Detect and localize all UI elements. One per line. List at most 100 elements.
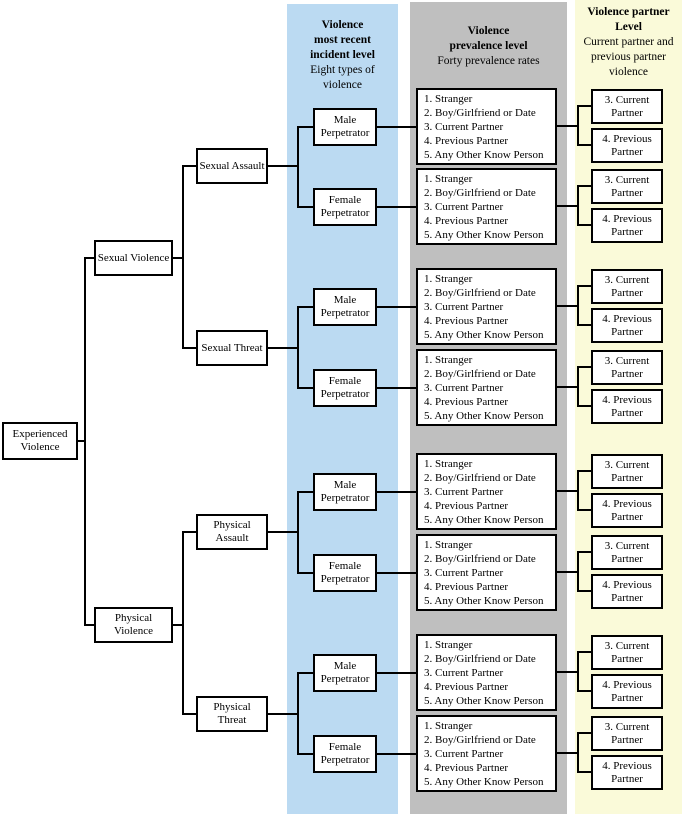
node-male-perpetrator-physical-threat: Male Perpetrator <box>313 654 377 692</box>
column-partner-title: Violence partner Level <box>587 6 670 33</box>
connector-line <box>577 551 591 553</box>
connector-line <box>84 257 94 259</box>
node-female-perpetrator-sexual-assault: Female Perpetrator <box>313 188 377 226</box>
node-previous-partner: 4. Previous Partner <box>591 493 663 528</box>
node-previous-partner: 4. Previous Partner <box>591 308 663 343</box>
prevalence-list-sexual-threat-female: 1. Stranger 2. Boy/Girlfriend or Date 3.… <box>416 349 557 426</box>
connector-line <box>577 732 579 773</box>
connector-line <box>577 771 591 773</box>
connector-line <box>377 206 416 208</box>
node-sexual-assault: Sexual Assault <box>196 148 268 184</box>
connector-line <box>297 672 299 754</box>
connector-line <box>297 491 313 493</box>
node-physical-violence: Physical Violence <box>94 607 173 643</box>
node-previous-partner: 4. Previous Partner <box>591 574 663 609</box>
connector-line <box>577 285 579 326</box>
connector-line <box>557 305 579 307</box>
connector-line <box>297 126 299 208</box>
connector-line <box>268 165 299 167</box>
connector-line <box>577 224 591 226</box>
connector-line <box>182 531 196 533</box>
node-previous-partner: 4. Previous Partner <box>591 755 663 790</box>
prevalence-list-sexual-assault-male: 1. Stranger 2. Boy/Girlfriend or Date 3.… <box>416 88 557 165</box>
connector-line <box>577 551 579 592</box>
connector-line <box>297 672 313 674</box>
connector-line <box>577 366 579 407</box>
node-current-partner: 3. Current Partner <box>591 169 663 204</box>
connector-line <box>297 753 313 755</box>
node-physical-threat: Physical Threat <box>196 696 268 732</box>
connector-line <box>557 205 579 207</box>
node-current-partner: 3. Current Partner <box>591 716 663 751</box>
node-female-perpetrator-sexual-threat: Female Perpetrator <box>313 369 377 407</box>
node-male-perpetrator-physical-assault: Male Perpetrator <box>313 473 377 511</box>
node-male-perpetrator-sexual-threat: Male Perpetrator <box>313 288 377 326</box>
prevalence-list-physical-threat-male: 1. Stranger 2. Boy/Girlfriend or Date 3.… <box>416 634 557 711</box>
connector-line <box>577 509 591 511</box>
column-prevalence-title: Violence prevalence level <box>449 25 528 52</box>
connector-line <box>557 490 579 492</box>
connector-line <box>182 165 196 167</box>
column-incident-subtitle: Eight types of violence <box>310 64 375 91</box>
connector-line <box>577 185 579 226</box>
node-previous-partner: 4. Previous Partner <box>591 674 663 709</box>
connector-line <box>577 105 579 146</box>
connector-line <box>577 651 591 653</box>
connector-line <box>577 405 591 407</box>
prevalence-list-physical-assault-female: 1. Stranger 2. Boy/Girlfriend or Date 3.… <box>416 534 557 611</box>
connector-line <box>297 126 313 128</box>
connector-line <box>557 671 579 673</box>
node-previous-partner: 4. Previous Partner <box>591 389 663 424</box>
connector-line <box>377 753 416 755</box>
connector-line <box>577 366 591 368</box>
column-incident-title: Violence most recent incident level <box>310 19 375 61</box>
connector-line <box>557 125 579 127</box>
node-previous-partner: 4. Previous Partner <box>591 208 663 243</box>
column-prevalence-subtitle: Forty prevalence rates <box>437 55 540 67</box>
connector-line <box>84 257 86 626</box>
connector-line <box>268 347 299 349</box>
connector-line <box>182 347 196 349</box>
connector-line <box>297 306 299 388</box>
connector-line <box>377 672 416 674</box>
connector-line <box>557 752 579 754</box>
connector-line <box>377 572 416 574</box>
connector-line <box>297 206 313 208</box>
prevalence-list-sexual-assault-female: 1. Stranger 2. Boy/Girlfriend or Date 3.… <box>416 168 557 245</box>
column-partner-subtitle: Current partner and previous partner vio… <box>583 36 674 78</box>
prevalence-list-physical-assault-male: 1. Stranger 2. Boy/Girlfriend or Date 3.… <box>416 453 557 530</box>
node-current-partner: 3. Current Partner <box>591 350 663 385</box>
connector-line <box>182 713 196 715</box>
node-current-partner: 3. Current Partner <box>591 535 663 570</box>
connector-line <box>577 285 591 287</box>
connector-line <box>173 624 184 626</box>
connector-line <box>297 387 313 389</box>
node-current-partner: 3. Current Partner <box>591 635 663 670</box>
node-experienced-violence: Experienced Violence <box>2 422 78 460</box>
connector-line <box>577 732 591 734</box>
node-female-perpetrator-physical-assault: Female Perpetrator <box>313 554 377 592</box>
connector-line <box>377 491 416 493</box>
connector-line <box>84 624 94 626</box>
connector-line <box>297 491 299 573</box>
connector-line <box>577 690 591 692</box>
connector-line <box>377 306 416 308</box>
node-current-partner: 3. Current Partner <box>591 269 663 304</box>
connector-line <box>182 531 184 715</box>
connector-line <box>577 185 591 187</box>
connector-line <box>577 590 591 592</box>
connector-line <box>173 257 184 259</box>
prevalence-list-physical-threat-female: 1. Stranger 2. Boy/Girlfriend or Date 3.… <box>416 715 557 792</box>
connector-line <box>268 531 299 533</box>
node-male-perpetrator-sexual-assault: Male Perpetrator <box>313 108 377 146</box>
connector-line <box>78 440 86 442</box>
connector-line <box>557 571 579 573</box>
connector-line <box>577 470 591 472</box>
node-physical-assault: Physical Assault <box>196 514 268 550</box>
node-previous-partner: 4. Previous Partner <box>591 128 663 163</box>
connector-line <box>577 651 579 692</box>
connector-line <box>577 144 591 146</box>
node-current-partner: 3. Current Partner <box>591 89 663 124</box>
node-sexual-violence: Sexual Violence <box>94 240 173 276</box>
connector-line <box>557 386 579 388</box>
